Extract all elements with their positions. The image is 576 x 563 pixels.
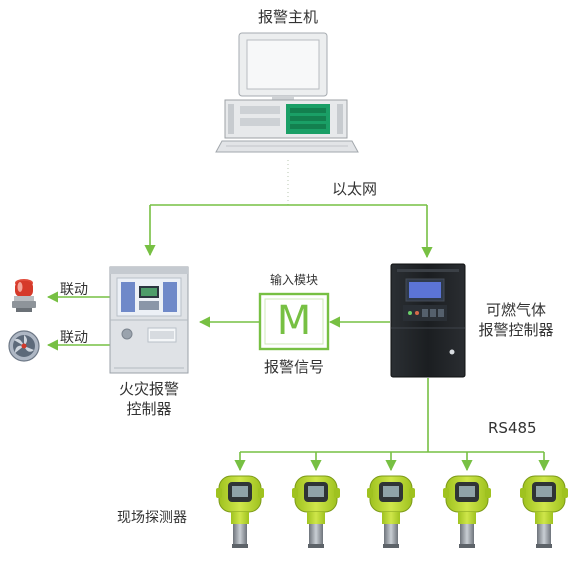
field-detectors-label: 现场探测器: [117, 510, 187, 526]
input-module-label: 输入模块: [269, 273, 318, 287]
gas-detector-icon: [367, 475, 415, 548]
connections: [46, 160, 550, 472]
ethernet-label: 以太网: [332, 180, 378, 198]
fire-controller-label-line2: 控制器: [126, 400, 172, 418]
gas-controller-label-line2: 报警控制器: [478, 321, 554, 339]
fire-controller-label-line1: 火灾报警: [118, 380, 179, 398]
gas-detector-icon: [443, 475, 491, 548]
gas-detector-icon: [292, 475, 340, 548]
desktop-computer-icon: [215, 32, 359, 153]
exhaust-fan-icon: [8, 330, 40, 362]
gas-detector-icon: [520, 475, 568, 548]
fire-alarm-controller-icon: [109, 266, 189, 374]
gas-detector-icon: [216, 475, 264, 548]
module-letter: M: [276, 298, 312, 344]
detectors: [216, 475, 568, 548]
alarm-signal-label: 报警信号: [263, 358, 324, 376]
gas-controller-label-line1: 可燃气体: [485, 301, 546, 319]
linkage-label-beacon: 联动: [60, 282, 88, 298]
alarm-host-label: 报警主机: [257, 8, 318, 26]
alarm-beacon-icon: [12, 279, 36, 312]
input-module-icon: [258, 292, 330, 351]
linkage-label-fan: 联动: [60, 330, 88, 346]
rs485-label: RS485: [488, 419, 537, 437]
gas-alarm-controller-icon: [390, 263, 466, 378]
